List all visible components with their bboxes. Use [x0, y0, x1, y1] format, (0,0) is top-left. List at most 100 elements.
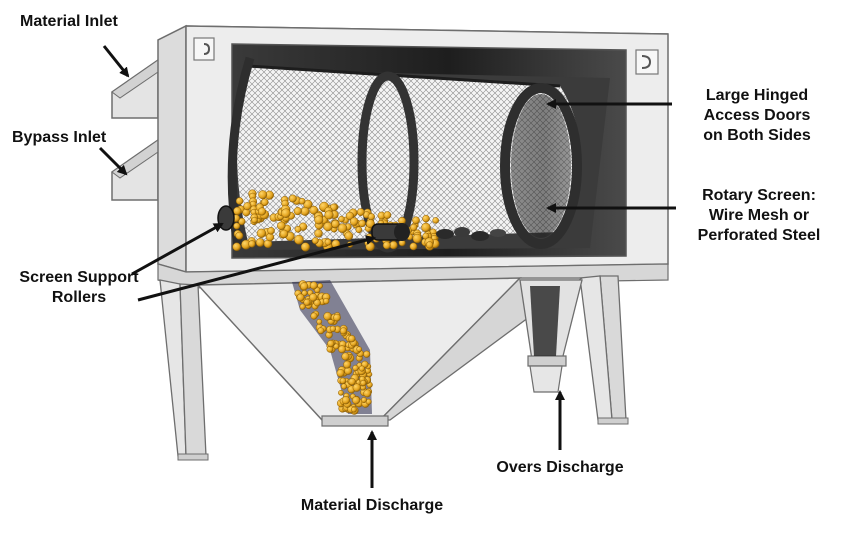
material-particle [365, 219, 375, 229]
material-particle [410, 223, 418, 232]
material-particle [251, 216, 258, 224]
falling-material-particle [327, 339, 335, 348]
material-particle [314, 229, 323, 238]
falling-material-particle [333, 313, 341, 322]
falling-material-particle [351, 406, 357, 413]
material-particle [409, 242, 418, 251]
material-particle [248, 240, 256, 248]
material-particle [233, 222, 241, 230]
falling-material-particle [361, 397, 367, 403]
material-particle [367, 213, 375, 221]
material-particle [356, 208, 365, 216]
label-rotary-screen: Rotary Screen: Wire Mesh or Perforated S… [684, 186, 834, 246]
falling-material-particle [309, 293, 318, 302]
material-particle [233, 206, 242, 216]
falling-material-particle [339, 327, 347, 335]
material-particle [331, 219, 340, 229]
falling-material-particle [339, 377, 347, 385]
overs-material [436, 227, 506, 241]
material-particle [257, 207, 267, 216]
falling-material-particle [348, 335, 356, 343]
falling-material-particle [323, 297, 330, 305]
material-particle [432, 217, 439, 224]
material-particle [258, 190, 268, 200]
material-particle [256, 228, 267, 238]
label-rotary-screen-line-2: Wire Mesh or [708, 207, 810, 224]
material-particle [265, 233, 275, 242]
label-screen-support-rollers-line-2: Rollers [51, 289, 107, 306]
material-particle [358, 219, 366, 228]
material-particle [355, 226, 363, 234]
material-inlet-hopper [111, 58, 159, 119]
arrow-material-inlet [102, 45, 130, 78]
material-particle [300, 206, 310, 216]
material-particle [267, 227, 275, 235]
material-particle [365, 241, 375, 252]
screen-support-roller-middle [371, 223, 410, 241]
falling-material-particle [309, 281, 318, 290]
falling-material-particle [338, 345, 346, 354]
material-particle [324, 238, 332, 246]
material-particle [324, 210, 334, 220]
falling-material-particle [316, 318, 323, 325]
label-material-inlet: Material Inlet [20, 13, 118, 30]
material-particle [238, 217, 246, 226]
bypass-inlet-hopper [111, 138, 159, 201]
drum-end-ring-right [500, 83, 582, 249]
material-particle [422, 214, 430, 223]
material-particle [345, 211, 355, 221]
material-particle [412, 233, 422, 244]
material-particle [311, 237, 319, 245]
falling-material-particle [363, 350, 371, 358]
falling-material-particle [358, 365, 365, 372]
falling-material-particle [300, 282, 309, 291]
falling-material-particle [317, 327, 325, 335]
falling-material-particle [360, 379, 367, 387]
label-large-hinged-doors-line-2: Access Doors [703, 107, 811, 124]
falling-material-particle [363, 389, 372, 398]
material-particle [309, 205, 319, 215]
falling-material-particle [310, 312, 318, 320]
falling-material-particle [348, 378, 356, 386]
material-particle [243, 202, 252, 211]
arrow-bypass-inlet [98, 146, 128, 176]
material-particle [235, 231, 244, 240]
material-particle [294, 234, 304, 245]
falling-material-particle [296, 293, 305, 302]
material-particle [383, 211, 392, 219]
falling-material-particle [352, 383, 361, 392]
material-particle [235, 197, 244, 205]
falling-material-particle [329, 325, 337, 332]
material-particle [337, 223, 348, 233]
material-particle [232, 242, 241, 252]
falling-material-particle [340, 383, 348, 390]
falling-material-particle [341, 396, 351, 405]
material-particle [421, 222, 431, 233]
falling-material-particle [352, 396, 361, 405]
arrow-roller-middle [137, 235, 376, 302]
material-particle [294, 225, 302, 233]
label-screen-support-rollers-line-1: Screen Support [19, 269, 139, 286]
material-particle [349, 217, 359, 226]
label-bypass-inlet: Bypass Inlet [12, 129, 107, 146]
material-particle [425, 241, 434, 249]
falling-material [294, 280, 373, 415]
falling-material-particle [313, 299, 321, 307]
material-particle [281, 208, 291, 218]
material-particle [412, 216, 420, 225]
label-rotary-screen-line-1: Rotary Screen: [702, 187, 816, 204]
callout-arrows [98, 45, 676, 488]
falling-material-particle [356, 346, 363, 353]
material-particle [277, 221, 286, 231]
label-material-discharge: Material Discharge [300, 497, 444, 514]
falling-material-particle [343, 360, 352, 369]
material-particle [288, 194, 297, 203]
material-particle [323, 221, 333, 232]
material-particle [279, 229, 289, 239]
material-particle [389, 240, 398, 250]
label-rotary-screen-line-3: Perforated Steel [697, 227, 821, 244]
label-overs-discharge: Overs Discharge [496, 459, 624, 476]
falling-material-particle [303, 298, 311, 306]
